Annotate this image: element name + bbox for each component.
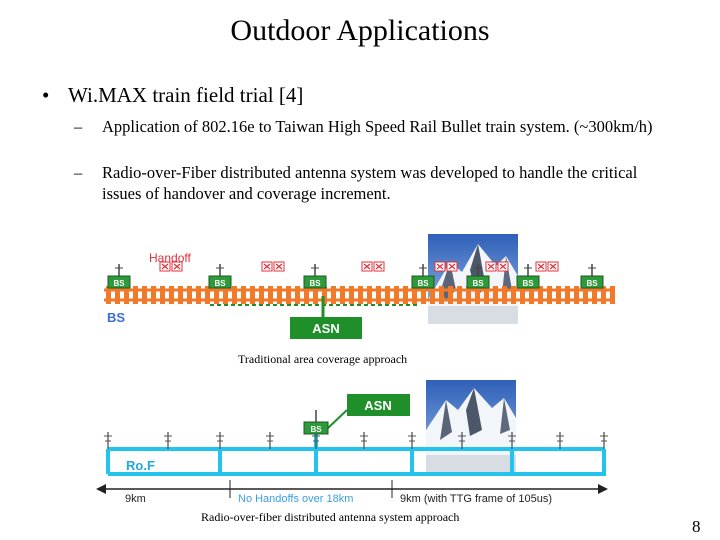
bs-label: BS xyxy=(586,279,598,288)
handoff-arrow xyxy=(434,261,458,272)
remote-antenna xyxy=(216,432,224,449)
base-station: BS xyxy=(580,264,604,289)
caption-rof: Radio-over-fiber distributed antenna sys… xyxy=(201,510,460,524)
mountain-photo xyxy=(426,380,516,475)
dash-marker: – xyxy=(74,163,83,182)
bs-label: BS xyxy=(113,279,125,288)
bs-label: BS xyxy=(417,279,429,288)
remote-antenna xyxy=(408,432,416,449)
distance-right: 9km (with TTG frame of 105us) xyxy=(400,493,552,505)
remote-antenna xyxy=(458,432,466,449)
sub-bullet-text: Application of 802.16e to Taiwan High Sp… xyxy=(102,117,653,136)
remote-antenna xyxy=(312,432,320,449)
remote-antenna xyxy=(266,432,274,449)
rof-label: Ro.F xyxy=(126,458,155,473)
bs-label: BS xyxy=(310,425,322,434)
asn-box xyxy=(347,394,410,416)
remote-antenna xyxy=(556,432,564,449)
base-station: BS xyxy=(208,264,232,289)
orange-track xyxy=(104,286,615,304)
handoff-arrow xyxy=(485,261,509,272)
remote-antenna xyxy=(104,432,112,449)
bullet-symbol: • xyxy=(42,83,50,107)
bs-label: BS xyxy=(472,279,484,288)
handoff-arrow xyxy=(535,261,559,272)
base-station: BS xyxy=(107,264,131,289)
slide-title: Outdoor Applications xyxy=(230,14,490,47)
page-number: 8 xyxy=(692,517,701,536)
fiber-network xyxy=(104,432,608,476)
bullet-text: Wi.MAX train field trial [4] xyxy=(68,83,304,107)
sub-bullet-1: – Application of 802.16e to Taiwan High … xyxy=(74,116,664,137)
base-station: BS xyxy=(411,264,435,289)
rof-diagram: ASN BS Ro.F 9km No Handoffs over 18km 9k… xyxy=(96,380,608,505)
remote-antenna xyxy=(164,432,172,449)
remote-antenna xyxy=(508,432,516,449)
central-base-station: BS xyxy=(303,410,329,435)
bs-label: BS xyxy=(522,279,534,288)
base-station: BS xyxy=(303,264,327,289)
asn-label: ASN xyxy=(312,321,339,336)
distance-middle: No Handoffs over 18km xyxy=(238,493,353,505)
dash-marker: – xyxy=(74,117,83,136)
sub-bullet-text: Radio-over-Fiber distributed antenna sys… xyxy=(102,163,638,203)
bullet-item: • Wi.MAX train field trial [4] xyxy=(42,83,303,108)
asn-box xyxy=(290,317,362,339)
handoff-arrow xyxy=(159,261,183,272)
remote-antenna xyxy=(360,432,368,449)
base-station: BS xyxy=(516,264,540,289)
caption-traditional: Traditional area coverage approach xyxy=(238,352,408,366)
handoff-arrows xyxy=(159,261,559,272)
base-station: BS xyxy=(466,264,490,289)
remote-antenna xyxy=(600,432,608,449)
bs-area-label: BS xyxy=(107,310,125,325)
bs-label: BS xyxy=(309,279,321,288)
handoff-arrow xyxy=(361,261,385,272)
bs-label: BS xyxy=(214,279,226,288)
base-stations: BS BS BS BS BS BS BS xyxy=(107,264,604,289)
sub-bullet-2: – Radio-over-Fiber distributed antenna s… xyxy=(74,162,664,204)
handoff-arrow xyxy=(261,261,285,272)
distance-left: 9km xyxy=(125,493,146,505)
asn-label: ASN xyxy=(364,398,391,413)
